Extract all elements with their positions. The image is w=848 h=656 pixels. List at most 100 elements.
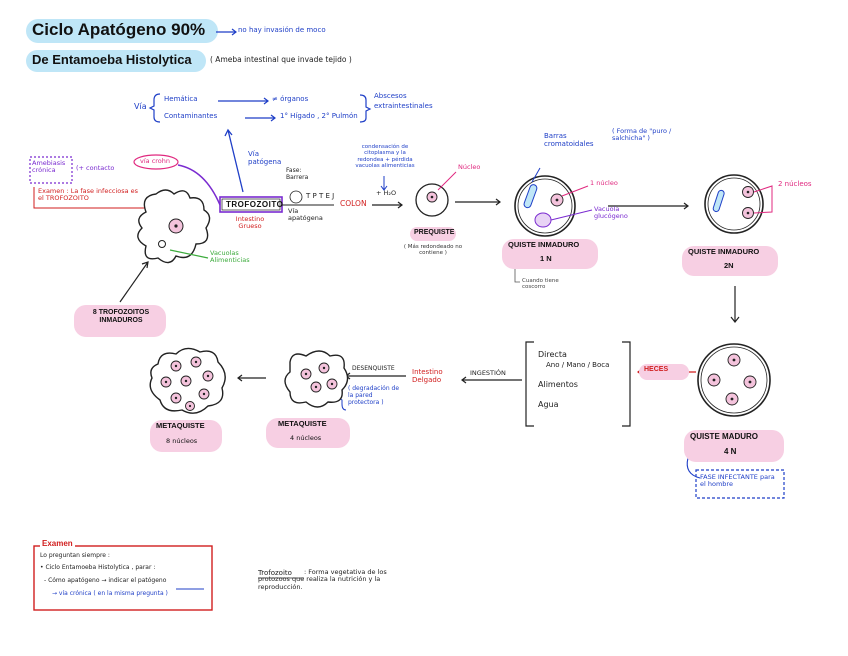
via-organos: ≠ órganos xyxy=(272,95,309,103)
via-label: Vía xyxy=(134,102,147,111)
examen-line3: - Cómo apatógeno → indicar el patógeno xyxy=(44,577,167,584)
examen-line4: → vía crónica ( en la misma pregunta ) xyxy=(52,590,168,597)
colon-label: COLON xyxy=(340,199,367,208)
subtitle-pill xyxy=(26,50,206,72)
ingestion-bracket-left xyxy=(525,341,534,427)
barras-pointer xyxy=(531,167,541,183)
via-extraintestinales: extraintestinales xyxy=(374,102,433,110)
metaquiste-4-cell xyxy=(284,350,349,408)
vacuolas-pointer xyxy=(169,249,209,259)
metaquiste-8-label: METAQUISTE xyxy=(156,421,205,430)
amebiasis-label: Amebiasis crónica xyxy=(32,159,66,175)
nucleo-1-label: 1 núcleo xyxy=(590,179,618,187)
title-main: Ciclo Apatógeno 90% xyxy=(32,20,206,39)
quiste-maduro-cell xyxy=(697,343,771,417)
ingestion-alimentos: Alimentos xyxy=(538,380,578,389)
amebiasis-box xyxy=(29,156,73,184)
ingestion-ano: Ano / Mano / Boca xyxy=(546,361,610,369)
subtitle-note: ( Ameba intestinal que invade tejido ) xyxy=(210,55,352,64)
vacuola-glucogeno xyxy=(534,212,552,228)
ingestion-agua: Agua xyxy=(538,400,559,409)
nucleo-1-pointer xyxy=(561,185,589,197)
abscesos-brace xyxy=(359,94,372,123)
quiste-1N-n: 1 N xyxy=(540,254,552,263)
examen-line1: Lo preguntan siempre : xyxy=(40,552,110,559)
prequiste-nucleo: Núcleo xyxy=(458,163,481,171)
quiste-maduro-n: 4 N xyxy=(724,447,737,456)
trofozoitos-8-pill xyxy=(74,305,166,337)
title-note: no hay invasión de moco xyxy=(238,26,326,34)
desenquiste-label: DESENQUISTE xyxy=(352,365,395,372)
vacuolas-label: Vacuolas Alimenticias xyxy=(210,249,250,265)
fase-infectante-box xyxy=(695,469,785,499)
colon-condensa: condensación de citoplasma y la redondea… xyxy=(355,144,415,169)
trofozoito-sub: Intestino Grueso xyxy=(235,215,265,231)
contacto-label: (+ contacto xyxy=(76,164,115,172)
prequiste-pill xyxy=(410,227,456,241)
trofozoitos-up-arrow xyxy=(119,261,149,303)
examen-note: Examen : La fase infecciosa es el TROFOZ… xyxy=(38,187,139,203)
metaquiste-4-label: METAQUISTE xyxy=(278,419,327,428)
desenquiste-sub: ( degradación de la pared protectora ) xyxy=(348,385,400,406)
vacuola-pointer xyxy=(550,209,593,221)
def-term: Trofozoito xyxy=(258,569,292,577)
def-text: : Forma vegetativa de los protozoos que … xyxy=(258,568,387,591)
quiste-1N-pill xyxy=(502,239,598,269)
cuando-label: Cuando tiene coscorro xyxy=(522,278,559,291)
ingestion-label: INGESTIÓN xyxy=(470,369,506,377)
via-patogena-arrow xyxy=(227,129,244,193)
heces-label: HECES xyxy=(644,366,669,373)
forma-label: ( Forma de "puro / salchicha" ) xyxy=(612,127,672,143)
trofozoito-label: TROFOZOITO xyxy=(226,200,284,209)
heces-pill xyxy=(639,364,689,380)
trofozoito-vacuole xyxy=(158,240,166,248)
via-higado: 1° Hígado , 2° Pulmón xyxy=(280,112,358,120)
subtitle: De Entamoeba Histolytica xyxy=(32,52,192,67)
fase-barrera: Fase: Barrera xyxy=(286,167,309,181)
quiste-2N-label: QUISTE INMADURO xyxy=(688,247,760,256)
via-hematica: Hemática xyxy=(164,95,198,103)
barra-cromatoidal xyxy=(523,184,538,209)
via-crohn-label: vía crohn xyxy=(140,157,171,165)
examen-line2: • Ciclo Entamoeba Histolytica , parar : xyxy=(40,564,156,571)
title-pill xyxy=(26,19,218,43)
via-contaminantes: Contaminantes xyxy=(164,112,218,120)
barra-cromatoidal-2 xyxy=(712,189,725,213)
nucleos-2-bracket xyxy=(753,185,773,214)
cuando-pointer xyxy=(514,268,520,283)
via-brace xyxy=(148,93,161,123)
quiste-inmaduro-2N-cell xyxy=(704,174,764,234)
via-patogena: Vía patógena xyxy=(248,150,282,167)
tptej-codes: T P T E J xyxy=(306,192,335,200)
via-apatogena: Vía apatógena xyxy=(288,207,323,223)
crohn-curve xyxy=(177,164,221,206)
nucleos-2-label: 2 núcleos xyxy=(778,180,812,188)
prequiste-label: PREQUISTE xyxy=(414,229,455,236)
examen-title: Examen xyxy=(40,539,75,549)
quiste-maduro-pill xyxy=(684,430,784,462)
quiste-1N-label: QUISTE INMADURO xyxy=(508,240,580,249)
metaquiste-8-sub: 8 núcleos xyxy=(166,437,198,445)
fase-circle xyxy=(289,190,303,204)
examen-bracket xyxy=(33,187,150,209)
fase-pointer xyxy=(686,457,701,479)
via-crohn-circle xyxy=(133,154,179,170)
trofozoitos-8-label: 8 TROFOZOITOS INMADUROS xyxy=(92,309,150,325)
quiste-2N-n: 2N xyxy=(724,261,734,270)
intestino-delgado: Intestino Delgado xyxy=(412,368,443,385)
examen-box xyxy=(33,545,213,611)
colon-agua: + H₂O xyxy=(376,189,397,197)
ingestion-bracket-right xyxy=(622,341,631,427)
quiste-2N-pill xyxy=(682,246,778,276)
barras-label: Barras cromatoidales xyxy=(544,132,594,149)
vacuola-label: Vacuola glucógeno xyxy=(594,205,628,221)
prequiste-sub: ( Más redondeado no contiene ) xyxy=(403,244,463,257)
quiste-maduro-label: QUISTE MADURO xyxy=(690,432,758,441)
metaquiste-4-pill xyxy=(266,418,350,448)
fase-infectante-label: FASE INFECTANTE para el hombre xyxy=(700,473,775,489)
metaquiste-8-pill xyxy=(150,420,222,452)
prequiste-nucleus-pointer xyxy=(437,171,457,191)
via-abscesos: Abscesos xyxy=(374,92,407,100)
